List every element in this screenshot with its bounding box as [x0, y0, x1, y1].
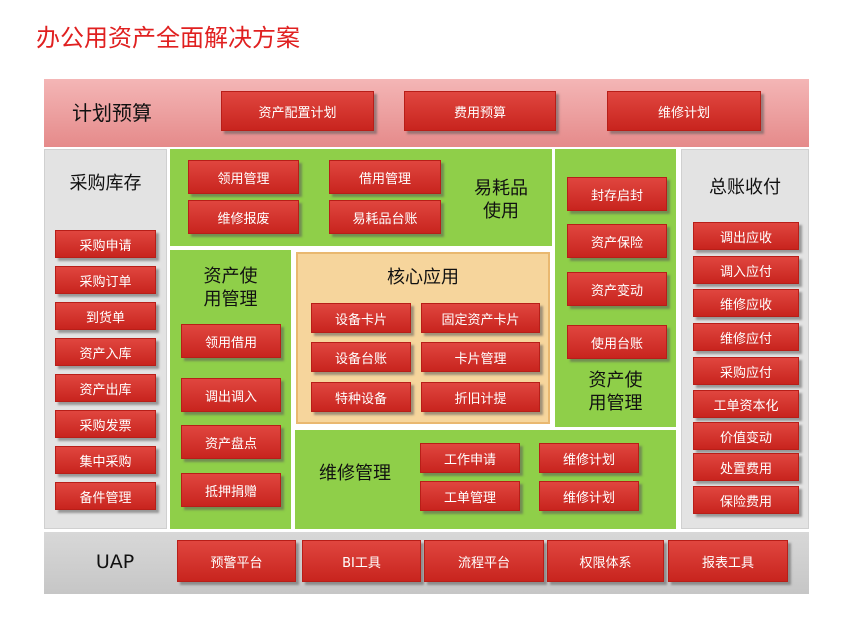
insurance-fee-button[interactable]: 保险费用 [693, 486, 799, 514]
repair-payable-button[interactable]: 维修应付 [693, 323, 799, 351]
work-order-capitalization-button[interactable]: 工单资本化 [693, 390, 799, 418]
spare-parts-button[interactable]: 备件管理 [55, 482, 156, 510]
asset-outbound-button[interactable]: 资产出库 [55, 374, 156, 402]
asset-config-plan-button[interactable]: 资产配置计划 [221, 91, 374, 131]
asset-insurance-button[interactable]: 资产保险 [567, 224, 667, 258]
arrival-note-button[interactable]: 到货单 [55, 302, 156, 330]
uap-label: UAP [95, 551, 135, 573]
report-tools-button[interactable]: 报表工具 [668, 540, 788, 582]
asset-inventory-check-button[interactable]: 资产盘点 [181, 425, 281, 459]
claim-borrow-button[interactable]: 领用借用 [181, 324, 281, 358]
transfer-in-out-button[interactable]: 调出调入 [181, 378, 281, 412]
consumable-borrow-button[interactable]: 借用管理 [329, 160, 441, 194]
disposal-fee-button[interactable]: 处置费用 [693, 453, 799, 481]
transfer-payable-button[interactable]: 调入应付 [693, 256, 799, 284]
purchase-payable-button[interactable]: 采购应付 [693, 357, 799, 385]
purchase-order-button[interactable]: 采购订单 [55, 266, 156, 294]
depreciation-button[interactable]: 折旧计提 [421, 382, 540, 412]
maintenance-label: 维修管理 [319, 463, 391, 484]
repair-scrap-button[interactable]: 维修报废 [188, 200, 299, 234]
repair-plan-2-button[interactable]: 维修计划 [539, 481, 639, 511]
plan-budget-label: 计划预算 [72, 101, 152, 125]
centralized-purchase-button[interactable]: 集中采购 [55, 446, 156, 474]
repair-receivable-button[interactable]: 维修应收 [693, 289, 799, 317]
usage-ledger-button[interactable]: 使用台账 [567, 325, 667, 359]
card-management-button[interactable]: 卡片管理 [421, 342, 540, 372]
consumable-ledger-button[interactable]: 易耗品台账 [329, 200, 441, 234]
ledger-label: 总账收付 [709, 177, 781, 198]
asset-change-button[interactable]: 资产变动 [567, 272, 667, 306]
seal-unseal-button[interactable]: 封存启封 [567, 177, 667, 211]
bi-tools-button[interactable]: BI工具 [302, 540, 421, 582]
workflow-platform-button[interactable]: 流程平台 [424, 540, 544, 582]
permission-system-button[interactable]: 权限体系 [547, 540, 664, 582]
asset-inbound-button[interactable]: 资产入库 [55, 338, 156, 366]
special-equipment-button[interactable]: 特种设备 [311, 382, 411, 412]
pledge-donate-button[interactable]: 抵押捐赠 [181, 473, 281, 507]
left-asset-use-label: 资产使 用管理 [203, 266, 258, 310]
alert-platform-button[interactable]: 预警平台 [177, 540, 296, 582]
transfer-receivable-button[interactable]: 调出应收 [693, 222, 799, 250]
consumable-claim-button[interactable]: 领用管理 [188, 160, 299, 194]
page-title: 办公用资产全面解决方案 [36, 24, 300, 52]
purchase-inventory-label: 采购库存 [69, 173, 142, 194]
purchase-request-button[interactable]: 采购申请 [55, 230, 156, 258]
maintenance-plan-button[interactable]: 维修计划 [607, 91, 761, 131]
work-order-button[interactable]: 工单管理 [420, 481, 520, 511]
expense-budget-button[interactable]: 费用预算 [404, 91, 556, 131]
equipment-ledger-button[interactable]: 设备台账 [311, 342, 411, 372]
value-change-button[interactable]: 价值变动 [693, 422, 799, 450]
repair-plan-button[interactable]: 维修计划 [539, 443, 639, 473]
consumables-label: 易耗品 使用 [474, 178, 528, 222]
purchase-invoice-button[interactable]: 采购发票 [55, 410, 156, 438]
fixed-asset-card-button[interactable]: 固定资产卡片 [421, 303, 540, 333]
core-application-label: 核心应用 [387, 267, 459, 288]
right-asset-use-label: 资产使 用管理 [588, 370, 643, 414]
work-request-button[interactable]: 工作申请 [420, 443, 520, 473]
equipment-card-button[interactable]: 设备卡片 [311, 303, 411, 333]
